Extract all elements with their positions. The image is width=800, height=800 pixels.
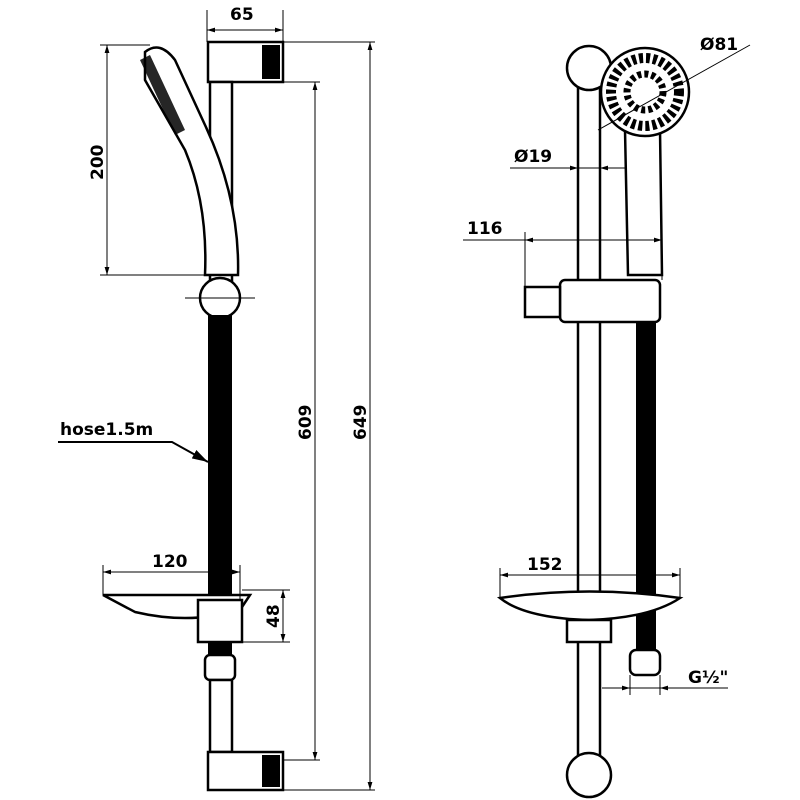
dim-152: 152 (527, 555, 563, 575)
dim-609: 609 (296, 405, 316, 441)
front-view: Ø81 Ø19 116 152 G½" (463, 35, 751, 799)
spray-nozzles (606, 53, 684, 131)
top-bracket-screw (262, 45, 280, 79)
slider-knob (523, 285, 562, 319)
dim-116: 116 (467, 219, 503, 239)
hose (636, 322, 656, 652)
dim-120: 120 (152, 552, 188, 572)
soap-dish (496, 590, 684, 622)
dim-48: 48 (264, 604, 284, 628)
rail (576, 68, 602, 777)
bottom-end-cap (565, 751, 613, 799)
rail-lower (208, 678, 234, 754)
dish-holder (565, 618, 613, 644)
dim-81: Ø81 (700, 35, 738, 55)
dim-649: 649 (351, 405, 371, 441)
slider (558, 278, 662, 324)
hose-nut (628, 648, 662, 677)
dim-200: 200 (88, 144, 108, 180)
shower-face (140, 55, 185, 135)
dim-thread: G½" (688, 668, 728, 688)
dish-holder (196, 598, 244, 644)
dim-65: 65 (230, 5, 254, 25)
dim-19: Ø19 (514, 147, 552, 167)
handle (623, 128, 664, 277)
bottom-bracket-screw (262, 755, 280, 787)
dim-81-leader (597, 44, 751, 131)
side-view: 65 200 609 649 hose1.5m 120 48 (58, 5, 375, 792)
hose-label: hose1.5m (60, 420, 153, 440)
hose-nut (203, 653, 237, 682)
